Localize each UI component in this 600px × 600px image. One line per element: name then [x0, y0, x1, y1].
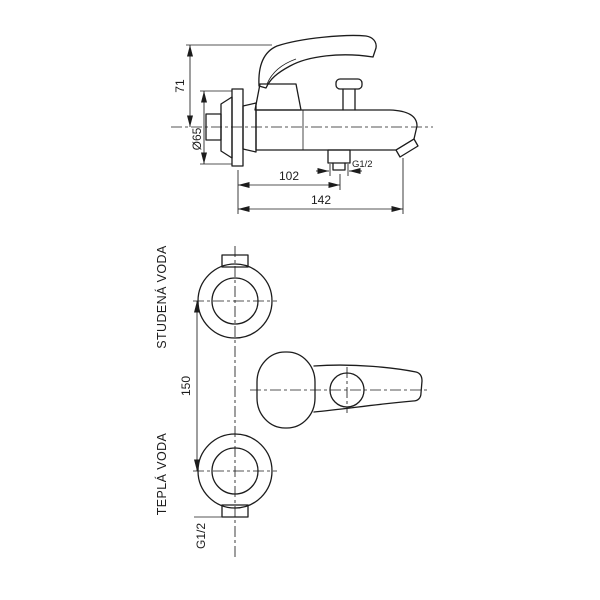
- cold-connector-nut: [221, 254, 249, 268]
- shower-outlet: [327, 149, 351, 164]
- ext-lines-outlet-thread: [329, 164, 349, 176]
- hot-water-flange: [197, 433, 273, 518]
- hot-water-label: TEPLÁ VODA: [154, 432, 169, 515]
- hot-flange-inner: [211, 447, 259, 495]
- flange-cone: [220, 96, 233, 159]
- ext-lines-diameter: [200, 90, 232, 165]
- dimension-diameter-label: Ø65: [190, 127, 204, 150]
- faucet-body-front: [256, 351, 423, 429]
- flange-plate: [231, 88, 244, 167]
- side-view: 71 Ø65 102 142 G1/2: [171, 34, 433, 214]
- side-view-dimensions: 71 Ø65 102 142 G1/2: [173, 44, 404, 214]
- front-view: 150 G1/2 STUDENÁ VODA TEPLÁ VODA: [154, 245, 430, 558]
- hot-flange-outer: [197, 433, 273, 509]
- connection-thread-label: G1/2: [194, 523, 208, 549]
- dimension-102-label: 102: [279, 169, 299, 183]
- front-view-dimensions: 150 G1/2: [179, 301, 222, 549]
- spout-aerator: [395, 138, 419, 158]
- dimension-150-label: 150: [179, 376, 193, 396]
- diverter-knob-stem: [342, 88, 356, 111]
- cold-water-label: STUDENÁ VODA: [154, 245, 169, 349]
- body-capsule: [256, 351, 316, 429]
- faucet-body-side: [254, 34, 419, 171]
- lever-handle-front: [313, 364, 423, 413]
- lever-handle-side: [258, 34, 377, 89]
- shower-outlet-bore: [332, 162, 346, 171]
- body-outline: [255, 109, 418, 151]
- connection-nut: [242, 102, 257, 153]
- cold-flange-inner: [211, 277, 259, 325]
- diverter-knob-cap: [335, 78, 363, 90]
- dimension-142-label: 142: [311, 193, 331, 207]
- cartridge-housing: [254, 83, 302, 111]
- wall-flange-side: [205, 88, 257, 167]
- shower-outlet-thread-label: G1/2: [352, 159, 373, 170]
- hot-connector-nut: [221, 504, 249, 518]
- dimension-71-label: 71: [173, 79, 187, 93]
- handle-inner-line: [266, 58, 297, 85]
